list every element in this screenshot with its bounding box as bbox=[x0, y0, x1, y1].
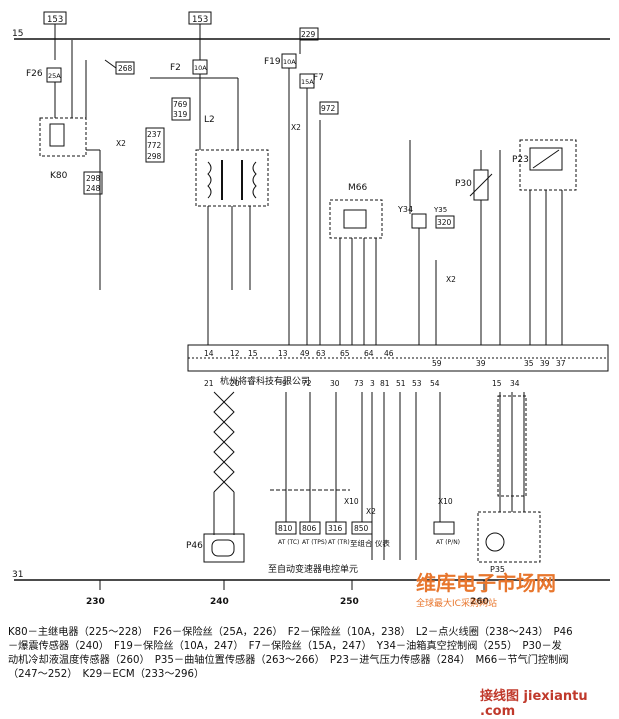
x2-connector-bottom: X2 bbox=[366, 507, 376, 516]
ref-769: 319 bbox=[173, 110, 188, 119]
pin-top-37: 37 bbox=[556, 359, 566, 368]
ref-806: 316 bbox=[328, 524, 343, 533]
x10-connector-right: X10 bbox=[438, 497, 453, 506]
label-at-tps: AT (TPS) bbox=[302, 539, 327, 546]
ref-320: 320 bbox=[437, 218, 452, 227]
f26-rating: 25A bbox=[48, 72, 61, 80]
pin-bot-15: 15 bbox=[492, 379, 502, 388]
site-logo: 接线图 jiexiantu .com bbox=[480, 689, 588, 719]
ref-268: 268 bbox=[118, 64, 133, 73]
pin-top-65: 65 bbox=[340, 349, 350, 358]
pin-bot-9: 9 bbox=[282, 379, 287, 388]
label-combo: 至组合 仪表 bbox=[350, 538, 390, 548]
pin-bot-30: 30 bbox=[330, 379, 340, 388]
pin-top-63: 63 bbox=[316, 349, 326, 358]
label-ecu-note: 至自动变速器电控单元 bbox=[268, 563, 358, 575]
p30-label: P30 bbox=[455, 179, 472, 189]
label-at-pn: AT (P/N) bbox=[436, 539, 460, 546]
y35-label: Y35 bbox=[433, 206, 447, 214]
label-at-tc: AT (TC) bbox=[278, 539, 299, 546]
tag-153-right: 153 bbox=[192, 15, 208, 25]
x2-connector-mid: X2 bbox=[291, 123, 301, 132]
watermark-main: 维库电子市场网 bbox=[416, 571, 556, 595]
pin-top-59: 59 bbox=[432, 359, 442, 368]
tag-153-left: 153 bbox=[47, 15, 63, 25]
p35-label: P35 bbox=[490, 565, 505, 574]
pin-bot-20: 20 bbox=[230, 379, 240, 388]
f19-rating: 10A bbox=[283, 58, 296, 66]
y34-label: Y34 bbox=[397, 205, 413, 214]
f19-label: F19 bbox=[264, 57, 281, 67]
p46-label: P46 bbox=[186, 541, 203, 551]
pin-bot-34: 34 bbox=[510, 379, 520, 388]
axis-tick-260: 260 bbox=[470, 597, 489, 607]
pin-bot-21: 21 bbox=[204, 379, 214, 388]
pin-bot-53: 53 bbox=[412, 379, 422, 388]
pin-bot-51: 51 bbox=[396, 379, 406, 388]
m66-label: M66 bbox=[348, 183, 367, 193]
pin-bot-72: 72 bbox=[302, 379, 312, 388]
f26-label: F26 bbox=[26, 69, 43, 79]
x10-connector-left: X10 bbox=[344, 497, 359, 506]
f7-label: F7 bbox=[313, 73, 324, 83]
watermark-sub: 全球最大IC采购网站 bbox=[416, 599, 497, 609]
pin-top-13: 13 bbox=[278, 349, 288, 358]
bus-15-label: 15 bbox=[12, 29, 23, 39]
pin-bot-3: 3 bbox=[370, 379, 375, 388]
pin-bot-73: 73 bbox=[354, 379, 364, 388]
pin-bot-54: 54 bbox=[430, 379, 440, 388]
f7-rating: 15A bbox=[301, 78, 314, 86]
legend-line-1: K80－主继电器（225～228） F26－保险丝（25A，226） F2－保险… bbox=[8, 627, 573, 638]
watermark-logo: 维库电子市场网 全球最大IC采购网站 bbox=[416, 567, 612, 613]
pin-top-46: 46 bbox=[384, 349, 394, 358]
pin-top-35: 35 bbox=[524, 359, 534, 368]
legend-text: K80－主继电器（225～228） F26－保险丝（25A，226） F2－保险… bbox=[8, 626, 612, 682]
ref-248: 248 bbox=[86, 184, 101, 193]
ref-298: 298 bbox=[86, 174, 101, 183]
x2-connector-left: X2 bbox=[116, 139, 126, 148]
f2-rating: 10A bbox=[194, 64, 207, 72]
f2-label: F2 bbox=[170, 63, 181, 73]
faint-watermark: 杭州将睿科技有限公司 bbox=[220, 375, 310, 387]
legend-line-2: －爆震传感器（240） F19－保险丝（10A，247） F7－保险丝（15A，… bbox=[8, 641, 562, 652]
pin-top-15: 15 bbox=[248, 349, 258, 358]
pin-top-12: 12 bbox=[230, 349, 240, 358]
ref-316: 850 bbox=[354, 524, 369, 533]
pin-top-49: 49 bbox=[300, 349, 310, 358]
pin-top-39: 39 bbox=[476, 359, 486, 368]
pin-top-39b: 39 bbox=[540, 359, 550, 368]
ref-808: 810 bbox=[278, 524, 293, 533]
axis-tick-240: 240 bbox=[210, 597, 229, 607]
bus-31-label: 31 bbox=[12, 570, 23, 580]
ref-237: 772 bbox=[147, 141, 162, 150]
ref-847: 769 bbox=[173, 100, 188, 109]
ref-810: 806 bbox=[302, 524, 317, 533]
pin-top-14: 14 bbox=[204, 349, 214, 358]
ref-772: 298 bbox=[147, 152, 162, 161]
pin-top-64: 64 bbox=[364, 349, 374, 358]
pin-bot-81: 81 bbox=[380, 379, 390, 388]
legend-line-3: 动机冷却液温度传感器（260） P35－曲轴位置传感器（263～266） P23… bbox=[8, 655, 569, 666]
axis-tick-250: 250 bbox=[340, 597, 359, 607]
axis-tick-230: 230 bbox=[86, 597, 105, 607]
ref-319: 237 bbox=[147, 130, 162, 139]
k80-label: K80 bbox=[50, 171, 68, 181]
label-at-tr: AT (TR) bbox=[328, 539, 350, 546]
ref-972: 972 bbox=[321, 104, 336, 113]
wiring-diagram: 15 153 153 F26 25A K80 298 248 X2 268 F2… bbox=[12, 11, 610, 607]
l2-label: L2 bbox=[204, 115, 215, 125]
ref-229: 229 bbox=[301, 30, 316, 39]
legend-line-4: （247～252） K29－ECM（233～296） bbox=[8, 669, 205, 680]
x2-connector-right: X2 bbox=[446, 275, 456, 284]
